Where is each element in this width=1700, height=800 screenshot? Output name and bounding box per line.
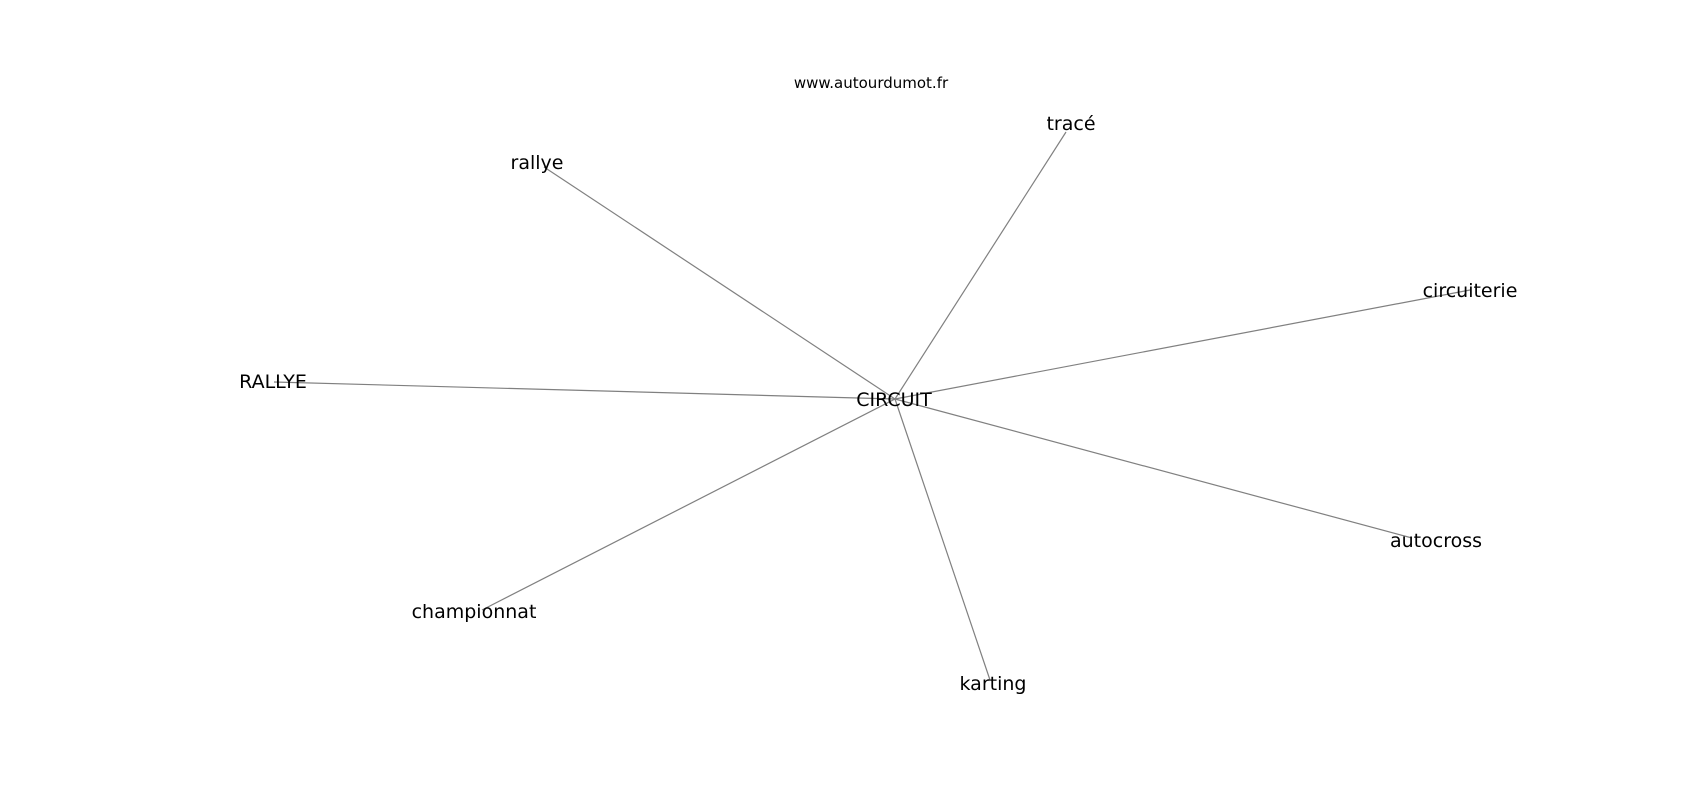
node-karting: karting	[960, 673, 1027, 695]
edge-rallye-lower	[543, 166, 896, 400]
edge-karting	[894, 398, 991, 681]
edge-autocross	[894, 398, 1413, 539]
edge-championnat	[481, 398, 896, 611]
node-rallye-upper: RALLYE	[239, 371, 307, 393]
node-circuiterie: circuiterie	[1423, 280, 1518, 302]
node-circuit: CIRCUIT	[856, 389, 932, 411]
edges	[273, 131, 1471, 681]
edge-trace	[894, 131, 1067, 400]
edge-rallye-upper	[273, 381, 896, 400]
node-trace: tracé	[1046, 113, 1095, 135]
node-championnat: championnat	[412, 601, 537, 623]
node-rallye-lower: rallye	[511, 152, 564, 174]
edge-circuiterie	[894, 289, 1471, 400]
site-url: www.autourdumot.fr	[794, 74, 949, 92]
node-autocross: autocross	[1390, 530, 1482, 552]
labels: www.autourdumot.fr CIRCUIT tracé rallye …	[239, 74, 1517, 695]
